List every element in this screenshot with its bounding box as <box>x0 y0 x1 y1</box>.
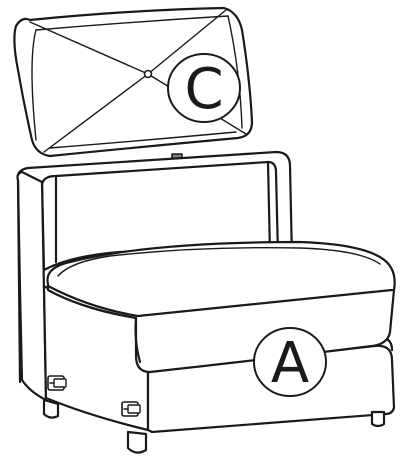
callout-c: C <box>167 53 241 123</box>
callout-c-label: C <box>184 57 223 122</box>
left-rear-foot <box>42 398 60 419</box>
callout-a-label: A <box>271 331 309 396</box>
front-connector-bracket <box>121 401 141 417</box>
left-connector-bracket <box>47 375 67 391</box>
chair-frame <box>16 150 396 454</box>
cushion-tuft-button <box>143 69 153 79</box>
left-front-foot <box>126 430 148 454</box>
right-front-foot <box>370 410 386 428</box>
callout-a: A <box>253 327 327 397</box>
